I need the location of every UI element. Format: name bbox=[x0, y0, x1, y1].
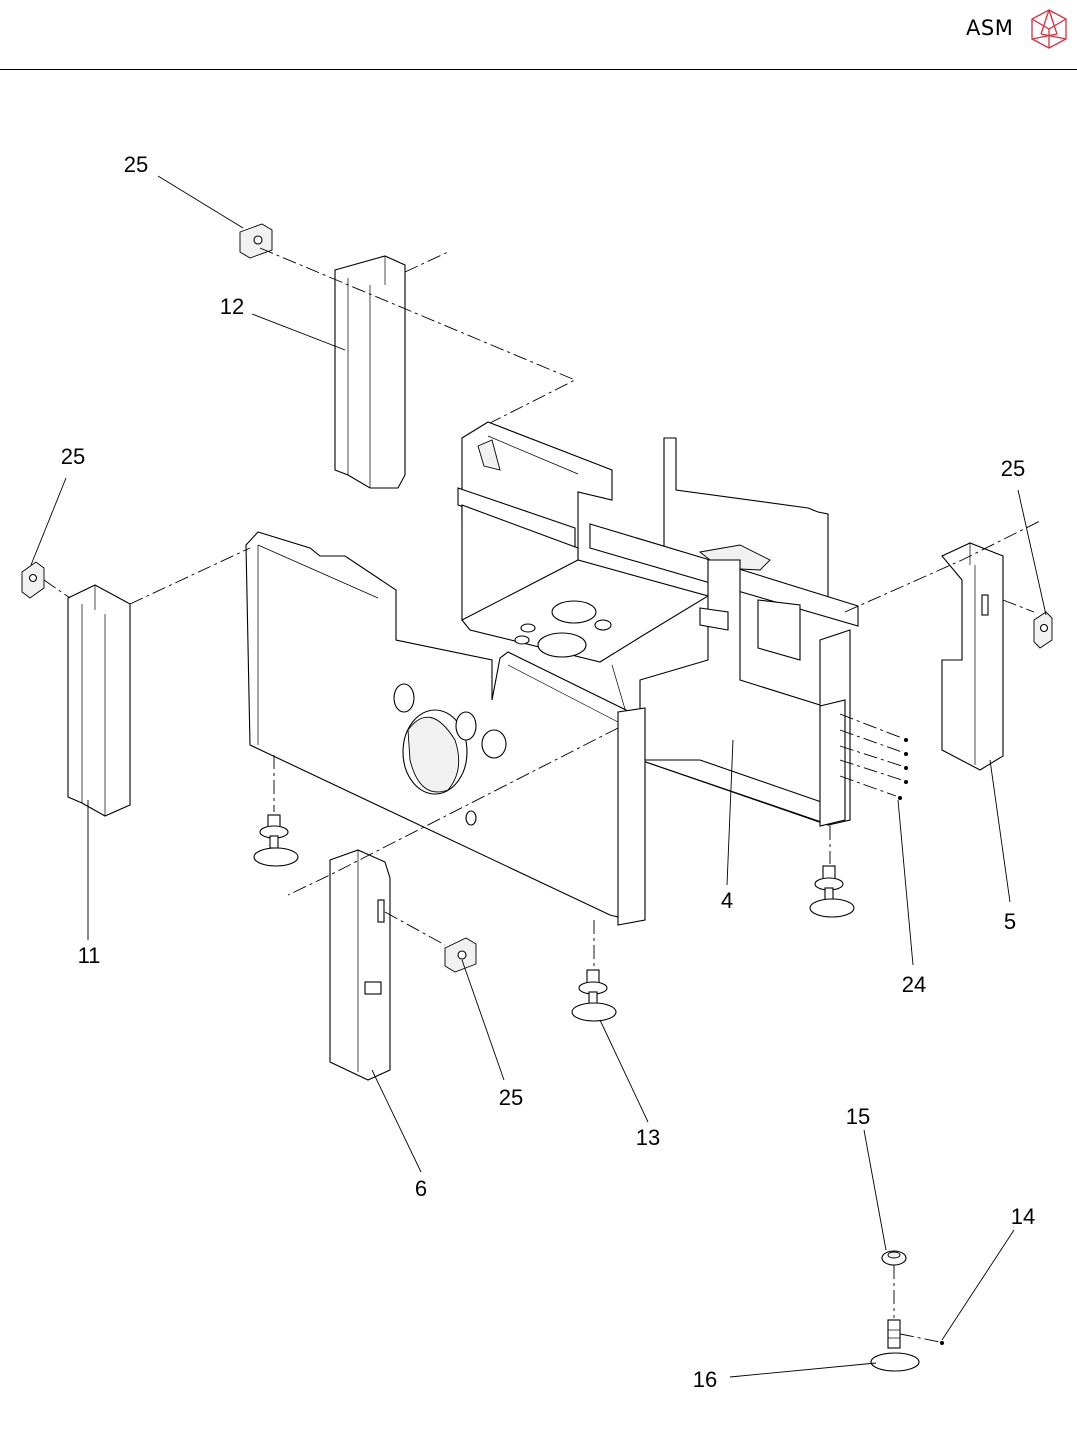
levelling-foot-center bbox=[572, 970, 616, 1021]
levelling-foot-left bbox=[254, 815, 298, 866]
callout-13: 13 bbox=[636, 1125, 660, 1150]
callout-4: 4 bbox=[721, 888, 733, 913]
bracket-25-left bbox=[22, 562, 44, 598]
callout-25: 25 bbox=[499, 1085, 523, 1110]
bracket-25-top bbox=[240, 224, 272, 258]
main-frame bbox=[246, 422, 858, 925]
corner-cover-12 bbox=[335, 256, 405, 488]
callout-12: 12 bbox=[220, 294, 244, 319]
callout-15: 15 bbox=[846, 1104, 870, 1129]
foot-detail bbox=[871, 1251, 944, 1371]
bracket-25-right bbox=[1034, 612, 1052, 648]
callout-25: 25 bbox=[124, 152, 148, 177]
corner-cover-6 bbox=[330, 850, 390, 1080]
levelling-foot-right bbox=[810, 866, 854, 917]
callout-24: 24 bbox=[902, 972, 926, 997]
callout-5: 5 bbox=[1004, 909, 1016, 934]
callout-25: 25 bbox=[1001, 456, 1025, 481]
corner-cover-5 bbox=[942, 543, 1003, 770]
corner-cover-11 bbox=[68, 585, 130, 816]
callout-16: 16 bbox=[693, 1367, 717, 1392]
callout-14: 14 bbox=[1011, 1204, 1035, 1229]
callout-25: 25 bbox=[61, 444, 85, 469]
callout-6: 6 bbox=[415, 1176, 427, 1201]
bracket-25-bottom bbox=[445, 938, 476, 972]
callout-11: 11 bbox=[78, 943, 101, 968]
